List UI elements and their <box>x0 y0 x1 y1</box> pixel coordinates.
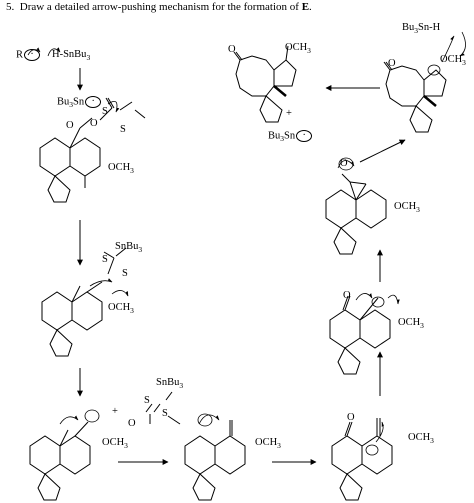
byproduct-thiocarbonyl <box>145 391 181 425</box>
structure-product-E <box>233 45 297 123</box>
xanthate-s1: S <box>102 106 108 117</box>
structure-ketone-radical <box>331 418 393 501</box>
question-number: 5. <box>6 1 15 13</box>
methoxy-label: OCH3 <box>102 437 128 450</box>
structure-cyclized-radical <box>329 293 400 375</box>
byproduct-snbu3: SnBu3 <box>156 377 184 390</box>
tin-radical: Bu3Sn· <box>57 96 102 109</box>
question-text: 5. Draw a detailed arrow-pushing mechani… <box>6 1 312 13</box>
ketone-o: O <box>228 44 236 55</box>
ketal-o1: O <box>66 120 74 131</box>
plus-sign: + <box>112 406 118 417</box>
reaction-arrow <box>359 139 406 163</box>
byproduct-o: O <box>128 418 136 429</box>
methoxy-label: OCH3 <box>394 201 420 214</box>
methoxy-label: OCH3 <box>285 42 311 55</box>
alkoxy-o: O <box>340 158 348 169</box>
methoxy-label: OCH3 <box>398 317 424 330</box>
byproduct-s1: S <box>144 395 150 406</box>
tin-radical-product: Bu3Sn· <box>268 130 313 143</box>
fishhook-arrow <box>47 47 61 57</box>
tin-hydride-reagent: Bu3Sn-H <box>402 22 441 35</box>
methoxy-label: OCH3 <box>440 54 466 67</box>
tin-hydride: H-SnBu3 <box>52 49 91 62</box>
question-body: Draw a detailed arrow-pushing mechanism … <box>19 1 299 13</box>
question-target: E <box>301 1 310 13</box>
structure-xanthate <box>39 97 146 203</box>
xanthate-o: O <box>90 118 98 129</box>
ketone-o: O <box>388 58 396 69</box>
methoxy-label: OCH3 <box>408 432 434 445</box>
structure-adduct <box>41 247 129 357</box>
structure-exomethylene <box>184 413 246 501</box>
radical-initiator: R· <box>16 49 41 61</box>
ketone-o: O <box>343 290 351 301</box>
methoxy-label: OCH3 <box>108 302 134 315</box>
tin-snbu3-label: SnBu3 <box>115 241 143 254</box>
structure-alkoxy-radical <box>29 409 100 501</box>
ketone-o: O <box>347 412 355 423</box>
byproduct-s2: S <box>162 408 168 419</box>
structure-cyclopropyl-alkoxy <box>325 157 387 255</box>
plus-sign: + <box>286 108 292 119</box>
xanthate-s2: S <box>120 124 126 135</box>
methoxy-label: OCH3 <box>255 437 281 450</box>
fishhook-arrow <box>107 100 120 113</box>
adduct-s: S <box>102 254 108 265</box>
structure-ring-expanded-radical <box>383 31 466 133</box>
methoxy-label: OCH3 <box>108 162 134 175</box>
adduct-s2: S <box>122 268 128 279</box>
